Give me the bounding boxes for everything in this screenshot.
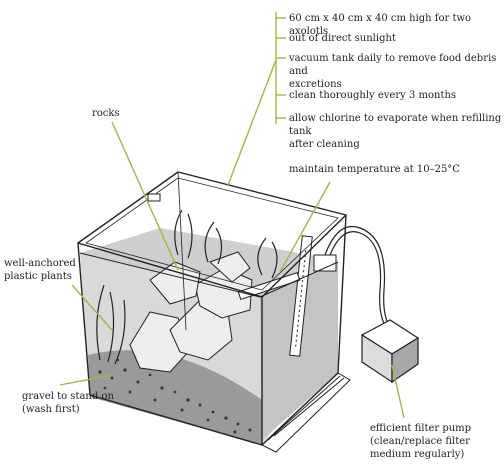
plant-back-4: [215, 227, 223, 265]
leader-gravel: [59, 374, 113, 386]
label-rocks: rocks: [92, 108, 120, 119]
gravel-bed: [88, 350, 262, 445]
plant-back-3: [204, 221, 215, 263]
plant-left-3: [114, 299, 126, 365]
plant-left-1: [96, 284, 105, 361]
label-plants: well-anchored plastic plants: [4, 258, 76, 282]
rock-4: [149, 261, 201, 305]
plant-right-1: [257, 237, 267, 276]
pump-tube-1: [324, 226, 393, 331]
label-pump: efficient filter pump (clean/replace fil…: [370, 423, 472, 460]
label-chlorine: allow chlorine to evaporate when refilli…: [289, 113, 502, 150]
water-surface: [80, 228, 338, 297]
label-clean: clean thoroughly every 3 months: [289, 90, 457, 101]
label-tank-size: 60 cm x 40 cm x 40 cm high for two axolo…: [289, 13, 472, 37]
plant-left-2: [107, 291, 115, 363]
plants: [96, 209, 278, 365]
leader-lines: [59, 12, 405, 419]
lid-handle: [147, 193, 161, 202]
leader-pump: [391, 364, 405, 419]
leader-temperature: [279, 181, 331, 273]
label-gravel: gravel to stand on (wash first): [22, 391, 114, 415]
leader-plants: [71, 284, 113, 331]
pump-side: [391, 336, 419, 384]
filter-pump: [360, 319, 420, 384]
leader-rocks: [111, 121, 179, 271]
plant-right-2: [271, 241, 278, 279]
filter-outlet: [313, 254, 337, 272]
label-sunlight: out of direct sunlight: [289, 33, 396, 44]
label-temperature: maintain temperature at 10–25°C: [289, 164, 460, 175]
leader-tank: [227, 59, 277, 186]
pump-tube-2: [329, 231, 389, 331]
plant-back-2: [187, 213, 193, 259]
tank-front: [77, 242, 263, 446]
label-vacuum: vacuum tank daily to remove food debris …: [289, 53, 497, 90]
under-tray: [261, 372, 351, 453]
heater: [289, 235, 313, 357]
